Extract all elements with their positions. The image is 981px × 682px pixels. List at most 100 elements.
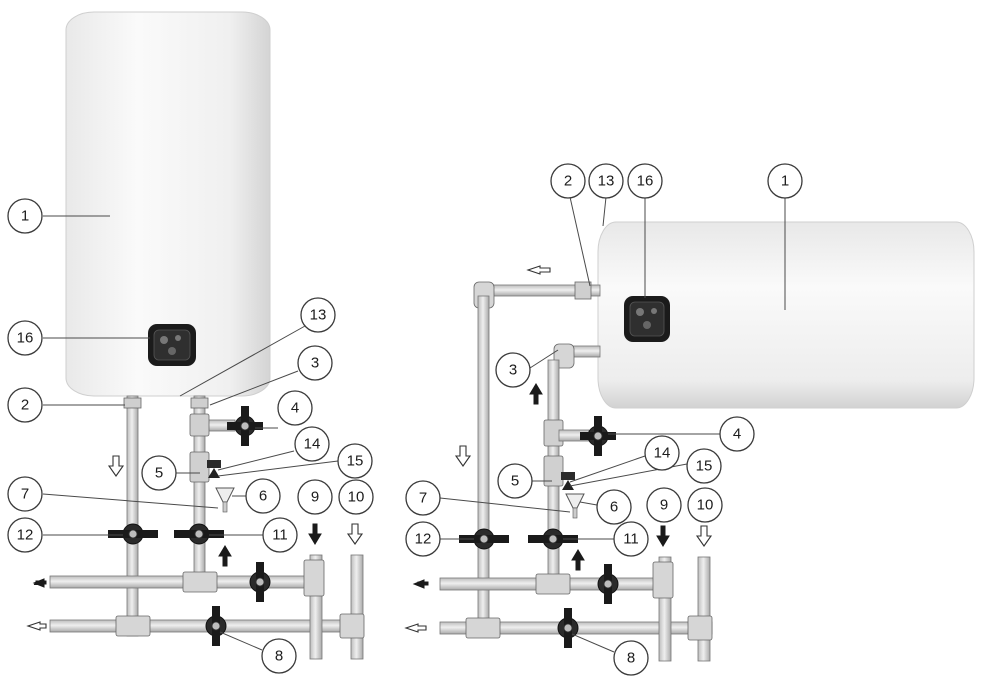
- callout-12: 12: [405, 521, 441, 557]
- arrow-down-solid-icon: [656, 525, 670, 547]
- callout-7: 7: [405, 480, 441, 516]
- safety-valve: [227, 406, 263, 446]
- control-panel: [148, 324, 196, 366]
- callout-15: 15: [686, 448, 722, 484]
- svg-text:1: 1: [21, 208, 29, 225]
- svg-text:13: 13: [310, 307, 327, 324]
- svg-text:10: 10: [697, 497, 714, 514]
- leader-lines: [42, 215, 339, 651]
- svg-text:12: 12: [415, 531, 432, 548]
- vertical-installation: 1 16 2 7 12 13 3 4 14 15 5 6 9 10 11 8: [7, 11, 374, 674]
- mixing-valve-upper: [249, 562, 271, 602]
- arrow-down-hollow-icon: [454, 445, 472, 467]
- shut-off-valve-cold: [174, 523, 224, 545]
- svg-text:11: 11: [272, 527, 288, 544]
- svg-text:11: 11: [623, 531, 639, 548]
- svg-text:6: 6: [259, 488, 267, 505]
- arrow-down-solid-icon: [308, 523, 322, 545]
- leader-lines: [439, 196, 786, 653]
- svg-text:2: 2: [564, 173, 572, 190]
- callout-9: 9: [646, 487, 682, 523]
- callout-6: 6: [596, 489, 632, 525]
- callout-7: 7: [7, 476, 43, 512]
- shut-off-valve-hot: [108, 523, 158, 545]
- callout-13: 13: [588, 163, 624, 199]
- svg-text:9: 9: [311, 489, 319, 506]
- horizontal-installation: 2 13 16 1 3 4 14 15 5 7 6 9 10 12 11 8: [404, 163, 975, 676]
- callout-14: 14: [294, 426, 330, 462]
- horizontal-supply-pipes: [49, 554, 365, 660]
- svg-text:3: 3: [311, 355, 319, 372]
- svg-text:14: 14: [654, 445, 671, 462]
- svg-text:5: 5: [511, 473, 519, 490]
- mixing-valve-lower: [557, 608, 579, 648]
- callout-2: 2: [550, 163, 586, 199]
- callout-11: 11: [262, 517, 298, 553]
- callout-11: 11: [613, 521, 649, 557]
- control-panel: [624, 296, 670, 342]
- water-heater-tank: [597, 221, 975, 409]
- callout-8: 8: [261, 638, 297, 674]
- arrow-up-solid-icon: [529, 383, 543, 405]
- arrow-down-hollow-icon: [107, 455, 125, 477]
- hot-water-outlet-pipe: [123, 395, 142, 637]
- callout-13: 13: [300, 297, 336, 333]
- water-heater-tank: [65, 11, 271, 397]
- shut-off-valve-cold: [528, 528, 578, 550]
- svg-text:15: 15: [347, 453, 364, 470]
- arrow-left-hollow-icon: [404, 623, 427, 633]
- callout-3: 3: [297, 345, 333, 381]
- callout-5: 5: [141, 455, 177, 491]
- drain-funnel: [215, 487, 235, 513]
- svg-text:5: 5: [155, 465, 163, 482]
- svg-text:4: 4: [291, 400, 299, 417]
- svg-text:15: 15: [696, 458, 713, 475]
- callout-4: 4: [277, 390, 313, 426]
- callout-8: 8: [613, 640, 649, 676]
- svg-text:9: 9: [660, 497, 668, 514]
- callout-3: 3: [495, 352, 531, 388]
- callout-5: 5: [497, 463, 533, 499]
- arrow-up-solid-icon: [218, 545, 232, 567]
- shut-off-valve-hot: [459, 528, 509, 550]
- cold-water-inlet-pipe: [189, 395, 236, 581]
- hot-water-outlet-pipe: [473, 281, 601, 637]
- svg-text:16: 16: [17, 330, 34, 347]
- drain-valve: [561, 472, 575, 490]
- svg-text:12: 12: [17, 527, 34, 544]
- svg-text:7: 7: [21, 486, 29, 503]
- svg-text:2: 2: [21, 397, 29, 414]
- flow-arrows: [404, 265, 713, 633]
- callout-16: 16: [7, 320, 43, 356]
- mixing-valve-lower: [205, 606, 227, 646]
- callout-2: 2: [7, 387, 43, 423]
- arrow-left-hollow-icon: [26, 621, 47, 631]
- drain-funnel: [565, 493, 585, 519]
- callout-10: 10: [338, 479, 374, 515]
- arrow-up-solid-icon: [571, 549, 585, 571]
- svg-text:7: 7: [419, 490, 427, 507]
- svg-text:16: 16: [637, 173, 654, 190]
- callout-4: 4: [719, 416, 755, 452]
- svg-text:4: 4: [733, 426, 741, 443]
- arrow-down-hollow-icon: [346, 523, 364, 545]
- svg-text:8: 8: [627, 650, 635, 667]
- svg-text:6: 6: [610, 499, 618, 516]
- safety-valve: [580, 416, 616, 456]
- svg-text:13: 13: [598, 173, 615, 190]
- svg-text:10: 10: [348, 489, 365, 506]
- arrow-left-hollow-icon: [526, 265, 551, 275]
- callout-1: 1: [7, 198, 43, 234]
- arrow-down-hollow-icon: [695, 525, 713, 547]
- callout-9: 9: [297, 479, 333, 515]
- mixing-valve-upper: [597, 564, 619, 604]
- svg-text:3: 3: [509, 362, 517, 379]
- drain-valve: [207, 460, 221, 478]
- svg-text:14: 14: [304, 436, 321, 453]
- callout-15: 15: [337, 443, 373, 479]
- callout-14: 14: [644, 435, 680, 471]
- callout-12: 12: [7, 517, 43, 553]
- flow-arrows: [26, 455, 364, 631]
- svg-text:1: 1: [781, 173, 789, 190]
